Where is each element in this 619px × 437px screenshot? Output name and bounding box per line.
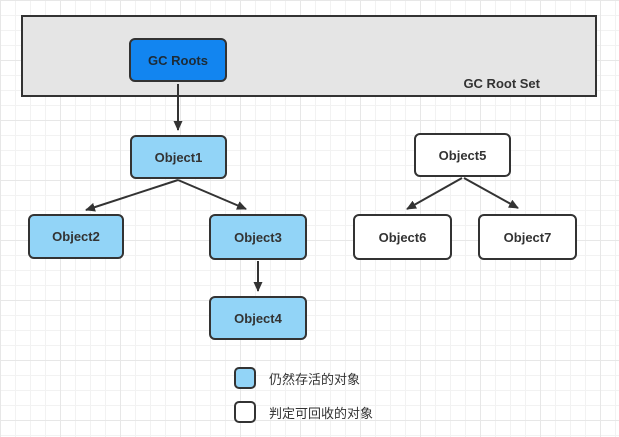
- node-object3: Object3: [209, 214, 307, 260]
- node-object7: Object7: [478, 214, 577, 260]
- legend-collectable-label: 判定可回收的对象: [269, 405, 374, 421]
- node-object7-label: Object7: [503, 229, 552, 245]
- gc-root-set-container: GC Root Set: [21, 15, 597, 97]
- node-object2: Object2: [28, 214, 124, 259]
- edge-object1-object3: [177, 179, 247, 210]
- edge-object5-object6: [406, 177, 463, 210]
- legend-item-alive: 仍然存活的对象: [234, 367, 360, 389]
- node-object1-label: Object1: [154, 149, 203, 165]
- node-object5: Object5: [414, 133, 511, 177]
- legend-collectable-swatch: [234, 401, 256, 423]
- node-object6-label: Object6: [378, 229, 427, 245]
- edge-object1-object2: [85, 179, 179, 212]
- node-object4: Object4: [209, 296, 307, 340]
- node-object3-label: Object3: [234, 229, 282, 245]
- node-object1: Object1: [130, 135, 227, 179]
- gc-root-set-label: GC Root Set: [463, 76, 540, 91]
- legend-alive-label: 仍然存活的对象: [269, 371, 361, 387]
- legend-alive-swatch: [234, 367, 256, 389]
- node-object4-label: Object4: [234, 310, 282, 326]
- legend-item-collectable: 判定可回收的对象: [234, 401, 373, 423]
- node-object2-label: Object2: [52, 229, 100, 244]
- node-object6: Object6: [353, 214, 452, 260]
- edge-object5-object7: [463, 177, 519, 209]
- node-gc-roots: GC Roots: [129, 38, 227, 82]
- node-gc-roots-label: GC Roots: [148, 52, 208, 68]
- node-object5-label: Object5: [438, 147, 487, 163]
